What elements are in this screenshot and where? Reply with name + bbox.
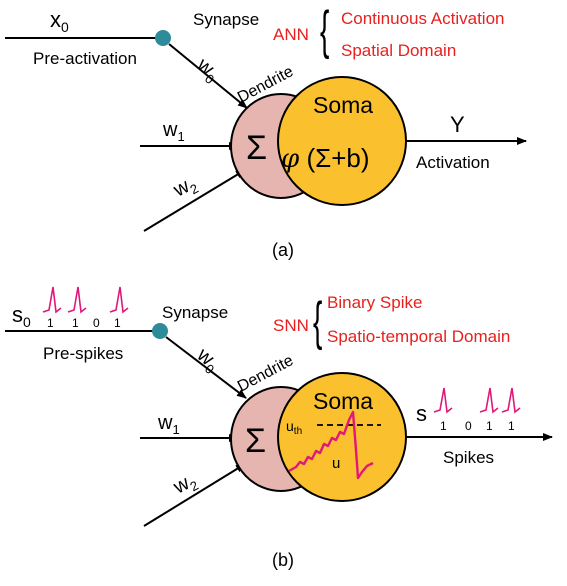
input-spike-3	[109, 286, 129, 314]
net-type-label: ANN	[273, 25, 309, 44]
panel-b: s0 1 1 0 1 Pre-spikes Synapse w0 Dendrit…	[5, 286, 553, 570]
membrane-potential-trace	[288, 410, 374, 480]
panel-a: x0 Pre-activation Synapse w0 Dendrite w1…	[5, 2, 527, 260]
net-trait-2: Spatial Domain	[341, 41, 456, 60]
threshold-label: uth	[286, 418, 302, 437]
input-spike-1	[42, 286, 62, 314]
sum-symbol: Σ	[246, 129, 267, 167]
activation-label: Activation	[416, 153, 490, 172]
synapse-node	[155, 30, 171, 46]
net-brace: {	[320, 2, 329, 61]
weight-0-line	[168, 43, 248, 109]
weight-2-label: w2	[169, 469, 201, 502]
net-trait-2: Spatio-temporal Domain	[327, 327, 510, 346]
soma-label: Soma	[313, 92, 373, 118]
weight-1-label: w1	[162, 119, 185, 144]
pre-activation-label: Pre-activation	[33, 49, 137, 68]
output-bit-3: 1	[486, 419, 493, 433]
output-bit-1: 1	[440, 419, 447, 433]
output-spike-1	[433, 387, 453, 414]
synapse-node	[152, 323, 168, 339]
input-bit-4: 1	[114, 316, 121, 330]
net-trait-1: Binary Spike	[327, 293, 422, 312]
weight-2-line	[143, 169, 246, 232]
net-trait-1: Continuous Activation	[341, 9, 505, 28]
soma-formula: φ (Σ+b)	[281, 143, 370, 174]
output-bit-2: 0	[465, 419, 472, 433]
net-type-label: SNN	[273, 316, 309, 335]
synapse-label: Synapse	[193, 10, 259, 29]
input-spike-train	[42, 286, 129, 314]
input-0-label: x0	[50, 7, 69, 35]
caption-b: (b)	[272, 550, 294, 570]
input-bit-1: 1	[47, 316, 54, 330]
net-brace: {	[313, 293, 322, 352]
potential-label: u	[332, 455, 340, 472]
output-spike-train	[433, 387, 521, 414]
caption-a: (a)	[272, 240, 294, 260]
weight-0-label: w0	[190, 343, 223, 377]
weight-2-line	[143, 463, 246, 527]
input-0-label: s0	[12, 302, 31, 330]
spikes-label: Spikes	[443, 448, 494, 467]
output-bit-4: 1	[508, 419, 515, 433]
input-bit-2: 1	[72, 316, 79, 330]
synapse-label: Synapse	[162, 303, 228, 322]
input-spike-2	[67, 286, 87, 314]
weight-0-label: w0	[190, 53, 223, 87]
sum-symbol: Σ	[245, 422, 266, 460]
weight-0-line	[165, 336, 247, 399]
output-spike-2	[479, 387, 499, 414]
input-bit-3: 0	[93, 316, 100, 330]
pre-spikes-label: Pre-spikes	[43, 344, 123, 363]
weight-1-label: w1	[157, 412, 180, 437]
soma-label: Soma	[313, 388, 373, 414]
output-label: Y	[450, 112, 465, 137]
output-label: s	[416, 401, 427, 426]
output-spike-3	[501, 387, 521, 414]
